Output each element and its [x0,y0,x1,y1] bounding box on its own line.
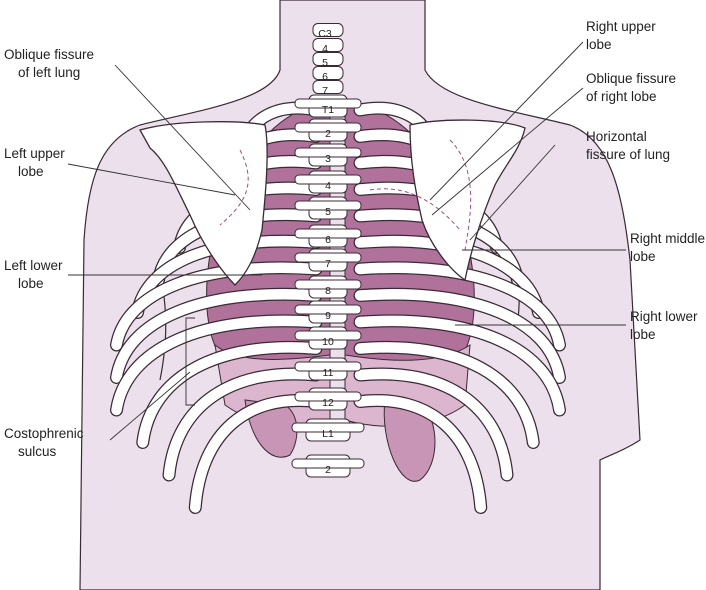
vertebra-label: 2 [325,464,331,476]
vertebra-label: T1 [322,104,334,116]
horizontal-fissure-dashed [369,188,461,231]
left-rib [163,368,322,481]
left-rib [137,342,322,448]
vertebra-label: 5 [322,57,328,69]
left-rib [111,289,322,383]
right-rib [354,262,565,351]
transverse-process [294,304,362,315]
transverse-process [294,200,362,211]
leader-oblique-right [431,87,584,216]
vertebra-label: 6 [322,71,328,83]
transverse-process [294,98,362,109]
transverse-process [291,422,365,433]
right-rib [354,342,539,448]
vertebra-label: 5 [325,206,331,218]
vertebra [312,52,344,66]
transverse-process [294,122,362,133]
transverse-process [294,279,362,290]
vertebra-label: 8 [325,285,331,297]
vertebra [312,23,344,37]
vertebra-label: 7 [322,85,328,97]
transverse-process [294,391,362,402]
vertebra [312,38,344,52]
transverse-process [294,174,362,185]
transverse-process [294,228,362,239]
vertebra-label: 10 [322,336,334,348]
left-rib [111,262,322,351]
leader-oblique-left [114,64,251,211]
vertebra-label: C3 [318,28,332,40]
vertebra-label: 9 [325,310,331,322]
right-rib [354,395,486,513]
left-scapula [139,121,268,286]
transverse-process [294,147,362,158]
vertebra-label: 12 [322,397,334,409]
transverse-process [291,458,365,469]
transverse-process [294,361,362,372]
right-rib [354,368,513,481]
oblique-fissure-left-dashed [219,149,249,226]
vertebra [312,80,344,94]
vertebra [312,66,344,80]
leader-costophrenic [109,371,191,441]
leader-right-upper [429,41,584,201]
right-rib [354,315,565,416]
vertebra-label: 11 [323,367,334,379]
leader-horizontal [469,144,556,241]
vertebra-label: 3 [325,153,331,165]
vertebra-label: 2 [325,128,331,140]
costophrenic-bracket [185,317,195,406]
left-rib [190,395,322,513]
leader-left-upper [67,163,236,196]
transverse-process [294,252,362,263]
right-rib [354,289,565,383]
left-rib [111,315,322,416]
vertebra-label: 4 [322,43,328,55]
vertebra-label: 4 [325,180,331,192]
vertebra-label: L1 [322,428,334,440]
transverse-process [294,330,362,341]
vertebra-label: 7 [325,258,331,270]
vertebra-label: 6 [325,234,331,246]
